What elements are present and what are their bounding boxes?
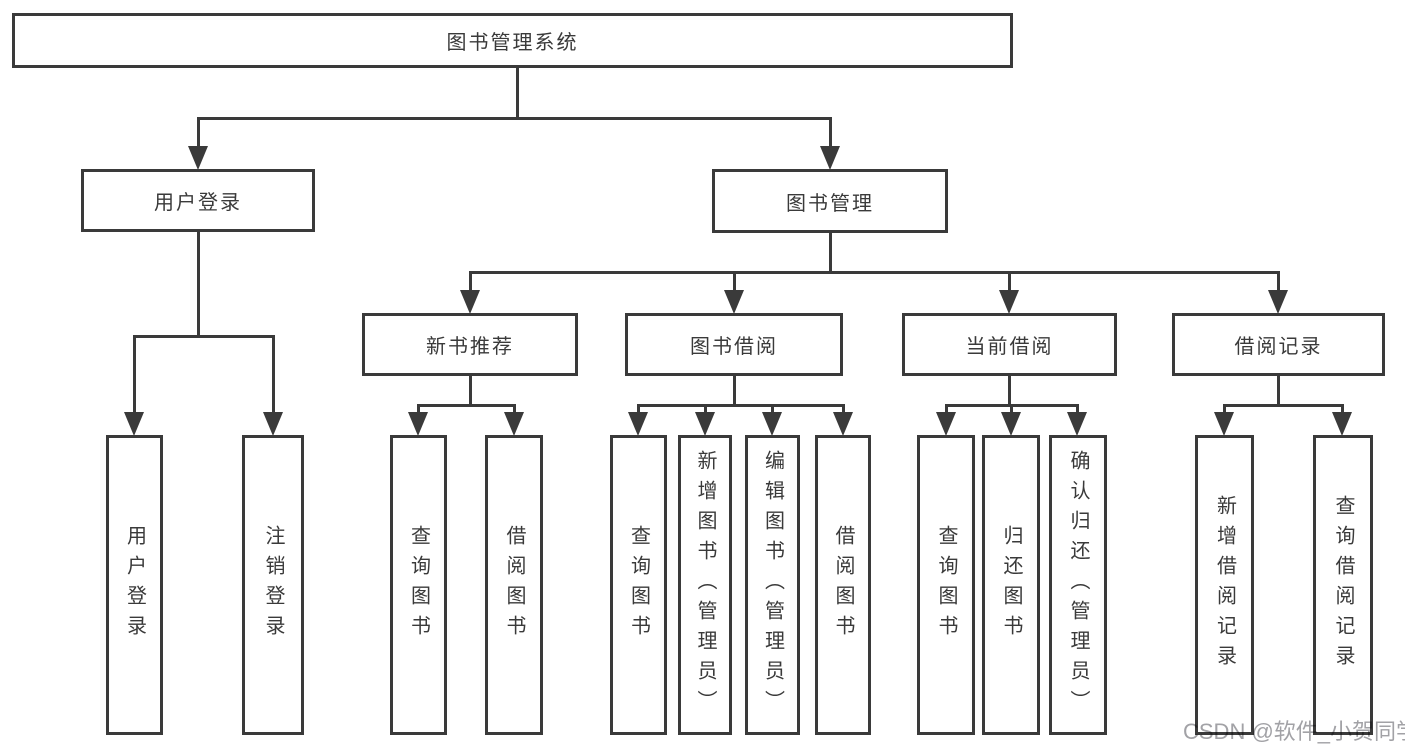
connector-bookmgmt-stem xyxy=(829,233,832,274)
connector-userlogin-stem xyxy=(197,232,200,338)
connector-drop-cb-confirm xyxy=(1076,404,1079,416)
node-root: 图书管理系统 xyxy=(12,13,1013,68)
leaf-borrow-query-books: 查询图书 xyxy=(610,435,667,735)
node-new-book-recommendation: 新书推荐 xyxy=(362,313,578,376)
arrowhead-bb-add xyxy=(695,412,715,436)
leaf-user-login: 用户登录 xyxy=(106,435,163,735)
connector-drop-br-add xyxy=(1223,404,1226,416)
leaf-recommend-query-books: 查询图书 xyxy=(390,435,447,735)
arrowhead-br-query xyxy=(1332,412,1352,436)
connector-drop-rec-query xyxy=(417,404,420,416)
connector-drop-cb-query xyxy=(945,404,948,416)
arrowhead-cb-return xyxy=(1001,412,1021,436)
connector-drop-new-rec xyxy=(469,271,472,292)
arrowhead-cb-confirm xyxy=(1067,412,1087,436)
connector-records-stem xyxy=(1277,376,1280,407)
csdn-watermark: CSDN @软件_小贺同学 xyxy=(1183,719,1405,744)
leaf-borrow-edit-books-admin: 编辑图书（管理员） xyxy=(745,435,800,735)
connector-drop-book-borrow xyxy=(733,271,736,292)
connector-bookborrow-stem xyxy=(733,376,736,407)
arrowhead-leaf-logout xyxy=(263,412,283,436)
node-book-management: 图书管理 xyxy=(712,169,948,233)
connector-root-stem xyxy=(516,68,519,119)
leaf-borrow-borrow-books: 借阅图书 xyxy=(815,435,871,735)
connector-records-hline xyxy=(1223,404,1344,407)
connector-drop-bb-add xyxy=(704,404,707,416)
node-user-login: 用户登录 xyxy=(81,169,315,232)
leaf-recommend-borrow-books: 借阅图书 xyxy=(485,435,543,735)
connector-userlogin-hline xyxy=(133,335,275,338)
connector-drop-cb-return xyxy=(1010,404,1013,416)
arrowhead-leaf-user-login xyxy=(124,412,144,436)
arrowhead-new-rec xyxy=(460,290,480,314)
connector-drop-bb-edit xyxy=(771,404,774,416)
arrowhead-bb-edit xyxy=(762,412,782,436)
connector-currentborrow-stem xyxy=(1008,376,1011,407)
arrowhead-rec-borrow xyxy=(504,412,524,436)
leaf-current-return-books: 归还图书 xyxy=(982,435,1040,735)
connector-root-hline xyxy=(197,117,832,120)
leaf-current-query-books: 查询图书 xyxy=(917,435,975,735)
leaf-records-query-record: 查询借阅记录 xyxy=(1313,435,1373,735)
arrowhead-bb-query xyxy=(628,412,648,436)
node-borrowing-records: 借阅记录 xyxy=(1172,313,1385,376)
connector-newrec-hline xyxy=(417,404,516,407)
connector-bookmgmt-hline xyxy=(469,271,1280,274)
arrowhead-bb-borrow xyxy=(833,412,853,436)
connector-drop-leaf-user-login xyxy=(133,335,136,415)
connector-drop-book-mgmt xyxy=(829,117,832,150)
connector-drop-current-borrow xyxy=(1008,271,1011,292)
connector-drop-borrow-records xyxy=(1277,271,1280,292)
leaf-current-confirm-return-admin: 确认归还（管理员） xyxy=(1049,435,1107,735)
connector-drop-bb-borrow xyxy=(842,404,845,416)
connector-drop-user-login xyxy=(197,117,200,150)
arrowhead-user-login xyxy=(188,146,208,170)
arrowhead-cb-query xyxy=(936,412,956,436)
leaf-records-add-record: 新增借阅记录 xyxy=(1195,435,1254,735)
connector-bookborrow-hline xyxy=(637,404,844,407)
connector-drop-bb-query xyxy=(637,404,640,416)
arrowhead-book-borrow xyxy=(724,290,744,314)
arrowhead-rec-query xyxy=(408,412,428,436)
arrowhead-current-borrow xyxy=(999,290,1019,314)
node-current-borrowing: 当前借阅 xyxy=(902,313,1117,376)
arrowhead-br-add xyxy=(1214,412,1234,436)
arrowhead-borrow-records xyxy=(1268,290,1288,314)
connector-drop-leaf-logout xyxy=(272,335,275,415)
leaf-logout: 注销登录 xyxy=(242,435,304,735)
arrowhead-book-mgmt xyxy=(820,146,840,170)
connector-newrec-stem xyxy=(469,376,472,407)
node-book-borrowing: 图书借阅 xyxy=(625,313,843,376)
connector-drop-rec-borrow xyxy=(513,404,516,416)
leaf-borrow-add-books-admin: 新增图书（管理员） xyxy=(678,435,732,735)
connector-drop-br-query xyxy=(1341,404,1344,416)
